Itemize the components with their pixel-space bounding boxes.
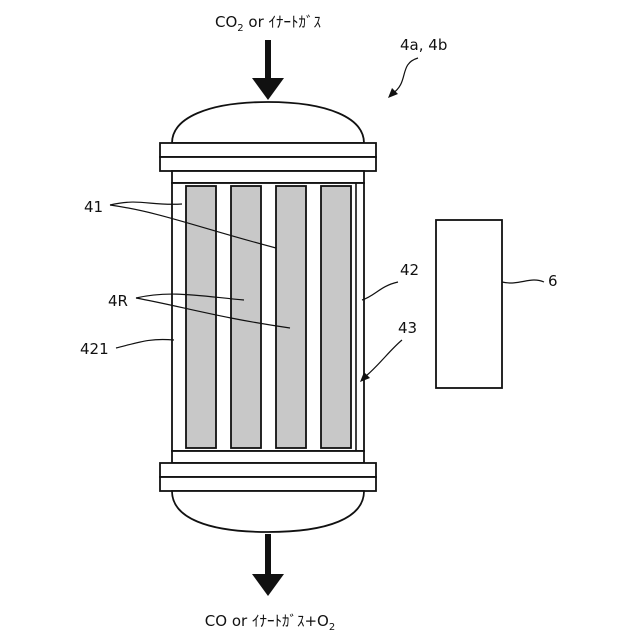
top-flange-upper (160, 143, 376, 157)
bottom-flange-upper (160, 463, 376, 477)
heater-ref-label: 42 (400, 261, 419, 279)
outlet-arrow (252, 534, 284, 596)
unit-ref-label: 4a, 4b (400, 36, 447, 54)
bottom-flange-lower (160, 477, 376, 491)
inlet-arrow (252, 40, 284, 100)
reaction-tube-2 (231, 186, 261, 448)
unit-ref-leader (388, 58, 418, 98)
outlet-flow-label: CO or ｲﾅｰﾄｶﾞｽ+O2 (205, 612, 335, 633)
top-flange-lower (160, 157, 376, 171)
gap-ref-leader (360, 340, 402, 382)
inlet-flow-label: CO2 or ｲﾅｰﾄｶﾞｽ (215, 13, 321, 34)
tubes-ref-label: 41 (84, 198, 103, 216)
reaction-tube-3 (276, 186, 306, 448)
gap-ref-label: 43 (398, 319, 417, 337)
shell-ref-label: 421 (80, 340, 109, 358)
shell-ref-leader (116, 339, 174, 348)
bottom-dome (172, 491, 364, 532)
box-ref-label: 6 (548, 272, 558, 290)
top-dome (172, 102, 364, 143)
reaction-tube-1 (186, 186, 216, 448)
top-tube-sheet (172, 171, 364, 183)
bottom-tube-sheet (172, 451, 364, 463)
component-box (436, 220, 502, 388)
box-ref-leader (502, 280, 544, 283)
heater-ref-leader (362, 282, 398, 300)
reaction-ref-label: 4R (108, 292, 128, 310)
reaction-tube-4 (321, 186, 351, 448)
